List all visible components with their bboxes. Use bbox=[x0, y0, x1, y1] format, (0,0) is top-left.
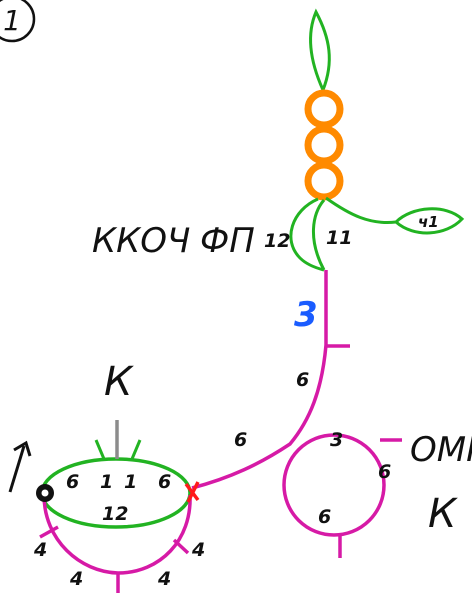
side-branch bbox=[325, 196, 397, 225]
arc-tick-1 bbox=[39, 525, 59, 539]
step-marker: 1 bbox=[0, 0, 36, 43]
number-4-b: 4 bbox=[69, 568, 83, 590]
label-omp: ОМП bbox=[410, 430, 472, 470]
number-4-d: 4 bbox=[191, 539, 205, 561]
green-spike-left bbox=[94, 439, 106, 460]
arc-tick-3 bbox=[172, 538, 190, 555]
number-6-ring-left: 6 bbox=[66, 471, 79, 493]
number-6-right-ring-r: 6 bbox=[378, 461, 391, 483]
number-6-left-chain: 6 bbox=[234, 429, 247, 451]
number-1-a: 1 bbox=[100, 471, 113, 493]
step-number: 1 bbox=[3, 4, 21, 37]
right-magenta-ring bbox=[282, 433, 386, 537]
number-6-chain: 6 bbox=[296, 369, 309, 391]
small-leaf-shape bbox=[393, 207, 465, 235]
green-spike-right bbox=[130, 439, 142, 460]
top-leaf-shape bbox=[309, 8, 331, 94]
direction-arrow-icon bbox=[8, 440, 32, 493]
label-ch1: ч1 bbox=[418, 213, 439, 231]
red-x-mark bbox=[184, 481, 200, 503]
number-6-ring-right: 6 bbox=[158, 471, 171, 493]
number-12-ring: 12 bbox=[102, 503, 128, 525]
start-dot bbox=[36, 484, 54, 502]
label-k-right: К bbox=[428, 491, 458, 537]
magenta-chain bbox=[191, 270, 328, 490]
number-1-b: 1 bbox=[124, 471, 137, 493]
orange-rings bbox=[304, 89, 344, 201]
right-crescent-shape bbox=[311, 199, 326, 271]
number-11-top: 11 bbox=[326, 227, 352, 249]
left-crescent-shape bbox=[289, 197, 325, 272]
number-12-top: 12 bbox=[264, 230, 290, 252]
label-k-top: К bbox=[104, 359, 134, 405]
number-3-blue: 3 bbox=[294, 295, 318, 335]
number-4-c: 4 bbox=[157, 568, 171, 590]
number-4-a: 4 bbox=[33, 539, 47, 561]
number-6-right-ring-b: 6 bbox=[318, 506, 331, 528]
label-kkoch: ККОЧ bbox=[92, 221, 190, 261]
label-fp: ФП bbox=[200, 221, 255, 261]
number-3-right-ring: 3 bbox=[330, 429, 343, 451]
